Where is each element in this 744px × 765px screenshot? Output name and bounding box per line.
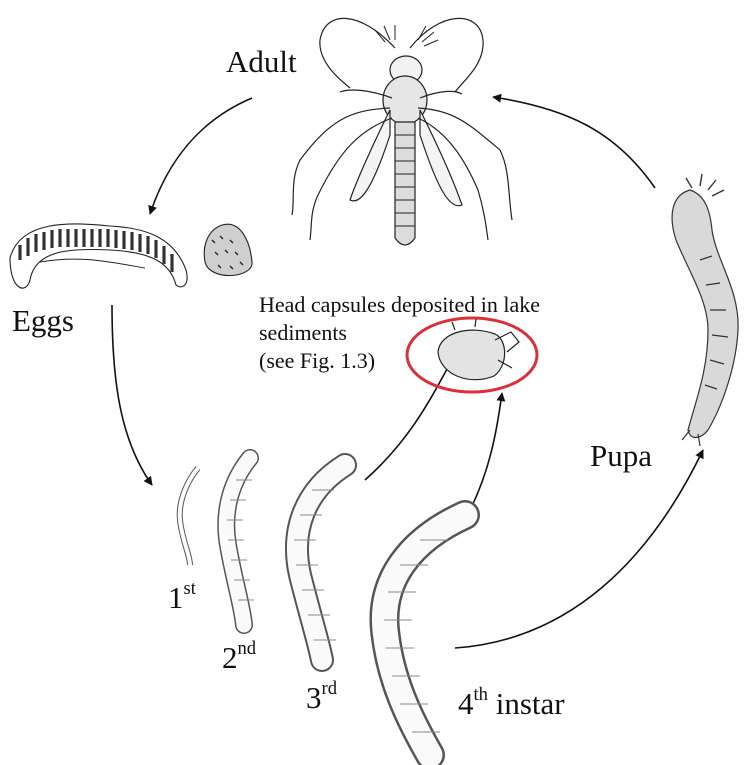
egg-mass-illustration: [10, 224, 252, 288]
caption-line-1: Head capsules deposited in lake: [259, 291, 579, 319]
third-instar-label: 3rd: [306, 680, 337, 713]
second-instar-suffix: nd: [238, 638, 257, 659]
arrow-fourth-instar-to-head-capsule: [470, 393, 502, 510]
first-instar-suffix: st: [184, 578, 196, 599]
fourth-instar-label: 4th instar: [458, 686, 565, 719]
third-instar-number: 3: [306, 680, 322, 715]
first-instar-number: 1: [168, 580, 184, 615]
second-instar-number: 2: [222, 640, 238, 675]
caption-line-2: sediments: [259, 319, 579, 347]
arrow-third-instar-to-head-capsule: [365, 360, 452, 480]
fourth-instar-number: 4: [458, 686, 474, 721]
arrow-eggs-to-first-instar: [112, 305, 152, 485]
second-instar-label: 2nd: [222, 640, 256, 673]
larva-instar-2-illustration: [226, 458, 254, 625]
pupa-label: Pupa: [590, 440, 652, 471]
caption-line-3: (see Fig. 1.3): [259, 347, 579, 375]
arrow-pupa-to-adult: [493, 97, 655, 188]
fourth-instar-suffix: th: [474, 684, 488, 705]
third-instar-suffix: rd: [322, 678, 338, 699]
larva-instar-3-illustration: [294, 465, 345, 660]
pupa-illustration: [672, 174, 738, 446]
arrow-adult-to-eggs: [150, 98, 252, 214]
first-instar-label: 1st: [168, 580, 196, 613]
eggs-label: Eggs: [12, 305, 74, 336]
arrow-fourth-instar-to-pupa: [455, 450, 703, 648]
adult-midge-illustration: [292, 18, 512, 245]
fourth-instar-word: instar: [496, 686, 565, 721]
adult-label: Adult: [226, 46, 297, 77]
larva-instar-1-illustration: [180, 468, 198, 565]
larva-instar-4-illustration: [384, 515, 465, 755]
head-capsule-caption: Head capsules deposited in lake sediment…: [259, 291, 579, 375]
